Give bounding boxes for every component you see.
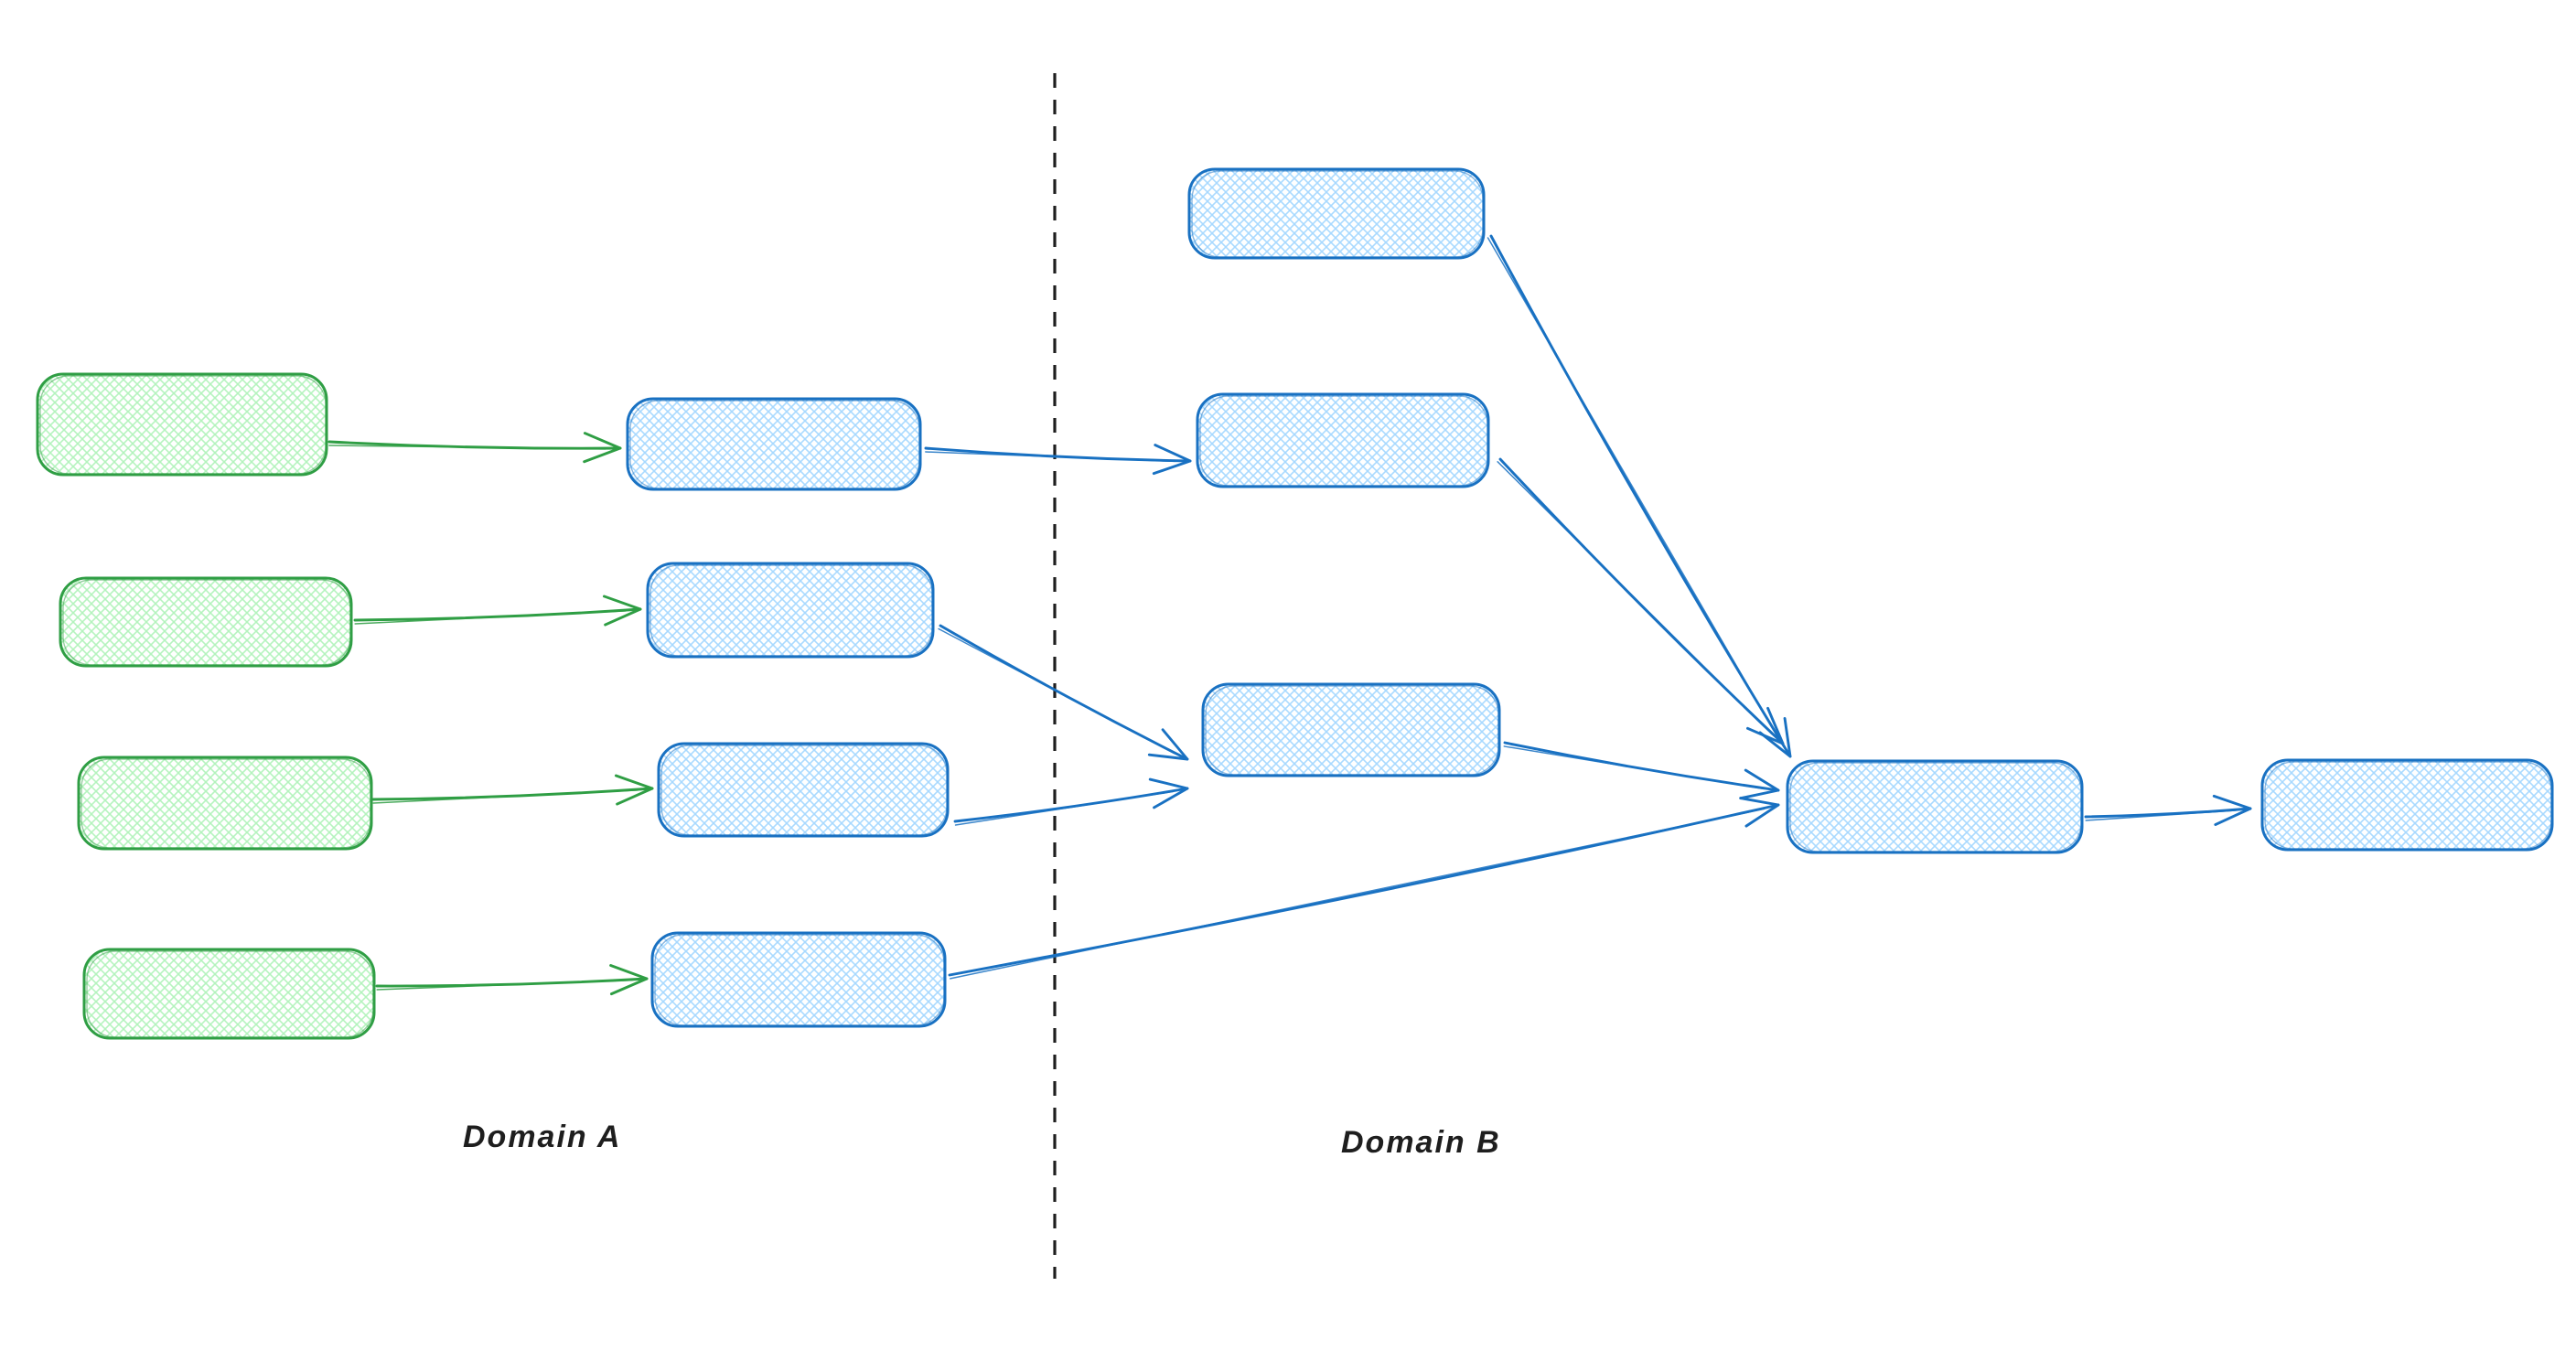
edge-b-node-3-to-b-hub [1503,741,1780,800]
node-a-mid-4 [650,931,947,1028]
node-b-node-1 [1187,167,1486,260]
node-b-node-2 [1196,392,1490,488]
edge-a-source-4-to-a-mid-4 [375,964,649,996]
edge-b-hub-to-b-final [2084,794,2252,826]
node-a-source-3 [77,756,373,851]
node-a-mid-2 [646,562,935,659]
edge-a-source-1-to-a-mid-1 [327,432,622,464]
edge-b-node-2-to-b-hub [1497,457,1785,745]
domain-b-label: Domain B [1341,1125,1501,1160]
node-b-node-3 [1201,682,1501,777]
edge-a-source-2-to-a-mid-2 [353,595,642,627]
node-a-source-4 [82,948,376,1040]
node-a-mid-1 [626,397,922,491]
edge-a-mid-2-to-b-node-3 [938,624,1189,761]
domain-a-label: Domain A [463,1120,622,1154]
node-a-source-2 [59,576,353,668]
node-b-hub [1786,759,2084,854]
node-a-source-1 [36,372,328,477]
node-b-final [2260,758,2554,852]
edge-a-mid-3-to-b-node-3 [953,777,1189,826]
edge-b-node-1-to-b-hub [1487,234,1792,758]
edge-a-source-3-to-a-mid-3 [371,774,654,806]
edge-a-mid-1-to-b-node-2 [924,444,1192,476]
edge-a-mid-4-to-b-hub [948,797,1780,980]
node-a-mid-3 [657,742,950,838]
